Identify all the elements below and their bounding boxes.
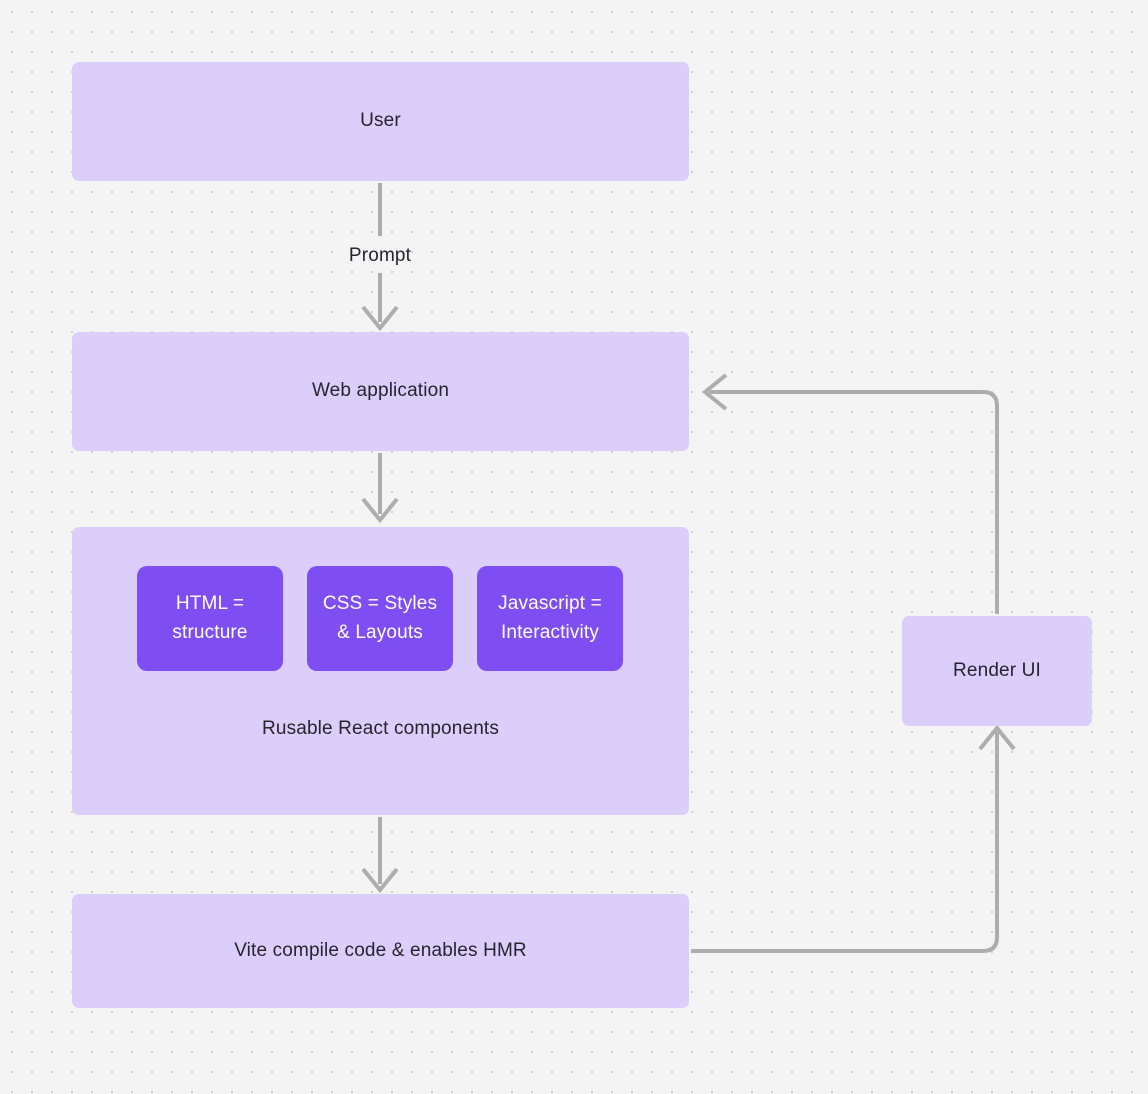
node-html-label: HTML = structure bbox=[172, 590, 247, 648]
node-html[interactable]: HTML = structure bbox=[137, 566, 283, 671]
edge-label-prompt-text: Prompt bbox=[348, 245, 412, 266]
node-user[interactable]: User bbox=[72, 62, 689, 181]
node-css-line1: CSS = Styles bbox=[322, 592, 438, 614]
node-css-line2: & Layouts bbox=[337, 621, 423, 643]
node-javascript-line1: Javascript = bbox=[498, 592, 602, 614]
node-css-label: CSS = Styles & Layouts bbox=[323, 590, 437, 648]
node-javascript[interactable]: Javascript = Interactivity bbox=[477, 566, 623, 671]
node-html-line1: HTML = bbox=[175, 592, 245, 614]
node-user-label: User bbox=[360, 110, 401, 132]
node-web-application-label: Web application bbox=[311, 380, 450, 402]
edge-vite-to-render bbox=[691, 724, 1016, 953]
edge-label-prompt: Prompt bbox=[300, 245, 460, 267]
edge-web-to-group bbox=[361, 453, 399, 524]
node-vite[interactable]: Vite compile code & enables HMR bbox=[72, 894, 689, 1008]
node-javascript-label: Javascript = Interactivity bbox=[498, 590, 602, 648]
edge-group-to-vite bbox=[361, 817, 399, 894]
node-web-application[interactable]: Web application bbox=[72, 332, 689, 451]
node-render-ui-label: Render UI bbox=[953, 659, 1041, 681]
node-components-group-label: Rusable React components bbox=[261, 718, 499, 739]
node-html-line2: structure bbox=[172, 621, 248, 643]
node-vite-label: Vite compile code & enables HMR bbox=[234, 939, 527, 961]
edge-render-to-web bbox=[701, 373, 999, 614]
node-render-ui[interactable]: Render UI bbox=[902, 616, 1092, 726]
node-css[interactable]: CSS = Styles & Layouts bbox=[307, 566, 453, 671]
node-javascript-line2: Interactivity bbox=[500, 621, 600, 643]
